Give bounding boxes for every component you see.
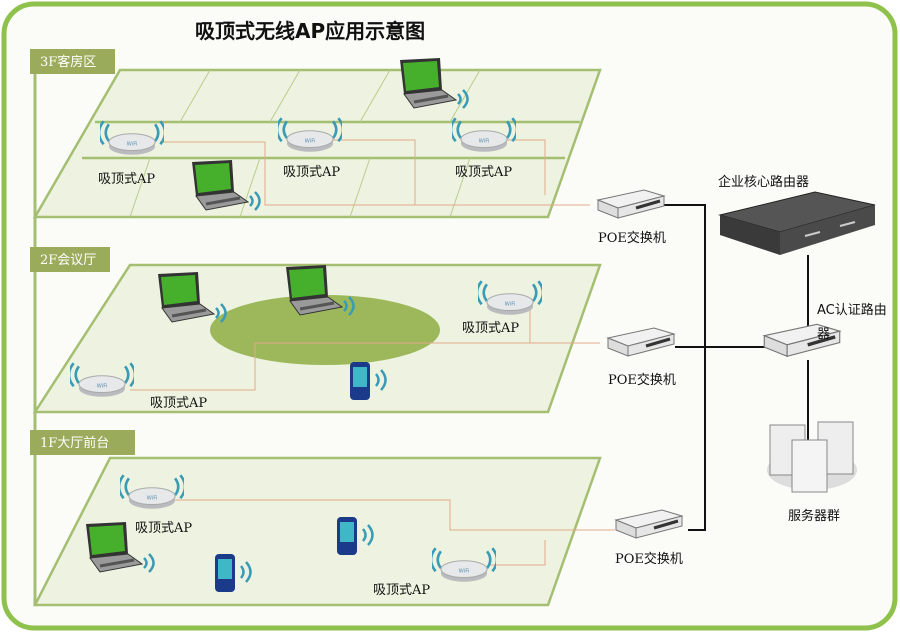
floor-label-1f: 1F大厅前台 <box>40 435 109 451</box>
floor-label-box <box>30 247 110 272</box>
floor-label-2f: 2F会议厅 <box>40 253 96 268</box>
core-router-label: 企业核心路由器 <box>718 174 809 190</box>
floor-1f: 1F大厅前台 吸顶式AP 吸顶式AP <box>30 430 615 607</box>
floor-label-3f: 3F客房区 <box>40 54 96 70</box>
server-cluster-label: 服务器群 <box>788 508 840 524</box>
floor-3f: 3F客房区 吸顶式AP 吸顶式AP 吸顶式AP <box>30 49 602 219</box>
ap-label: 吸顶式AP <box>150 396 207 411</box>
core-router-icon <box>718 191 876 255</box>
diagram-title: 吸顶式无线AP应用示意图 <box>195 19 425 43</box>
ap-label: 吸顶式AP <box>283 165 340 180</box>
ap-label: 吸顶式AP <box>373 583 430 598</box>
switch-label: POE交换机 <box>615 551 683 567</box>
switch-label: POE交换机 <box>598 230 666 246</box>
ap-label: 吸顶式AP <box>462 321 519 336</box>
ac-router-label-cont: 器 <box>817 327 830 342</box>
server-cluster-icon <box>767 421 857 493</box>
floor-label-box <box>30 430 135 455</box>
uplink-cable <box>662 204 706 531</box>
switch-label: POE交换机 <box>608 372 676 388</box>
meeting-area <box>210 295 440 365</box>
ap-label: 吸顶式AP <box>455 165 512 180</box>
ap-label: 吸顶式AP <box>98 172 155 187</box>
ac-router-label: AC认证路由 <box>817 302 887 318</box>
floor-label-box <box>30 49 115 74</box>
ap-label: 吸顶式AP <box>135 521 192 536</box>
floor-2f: 2F会议厅 吸顶式AP 吸顶式AP <box>30 247 602 414</box>
